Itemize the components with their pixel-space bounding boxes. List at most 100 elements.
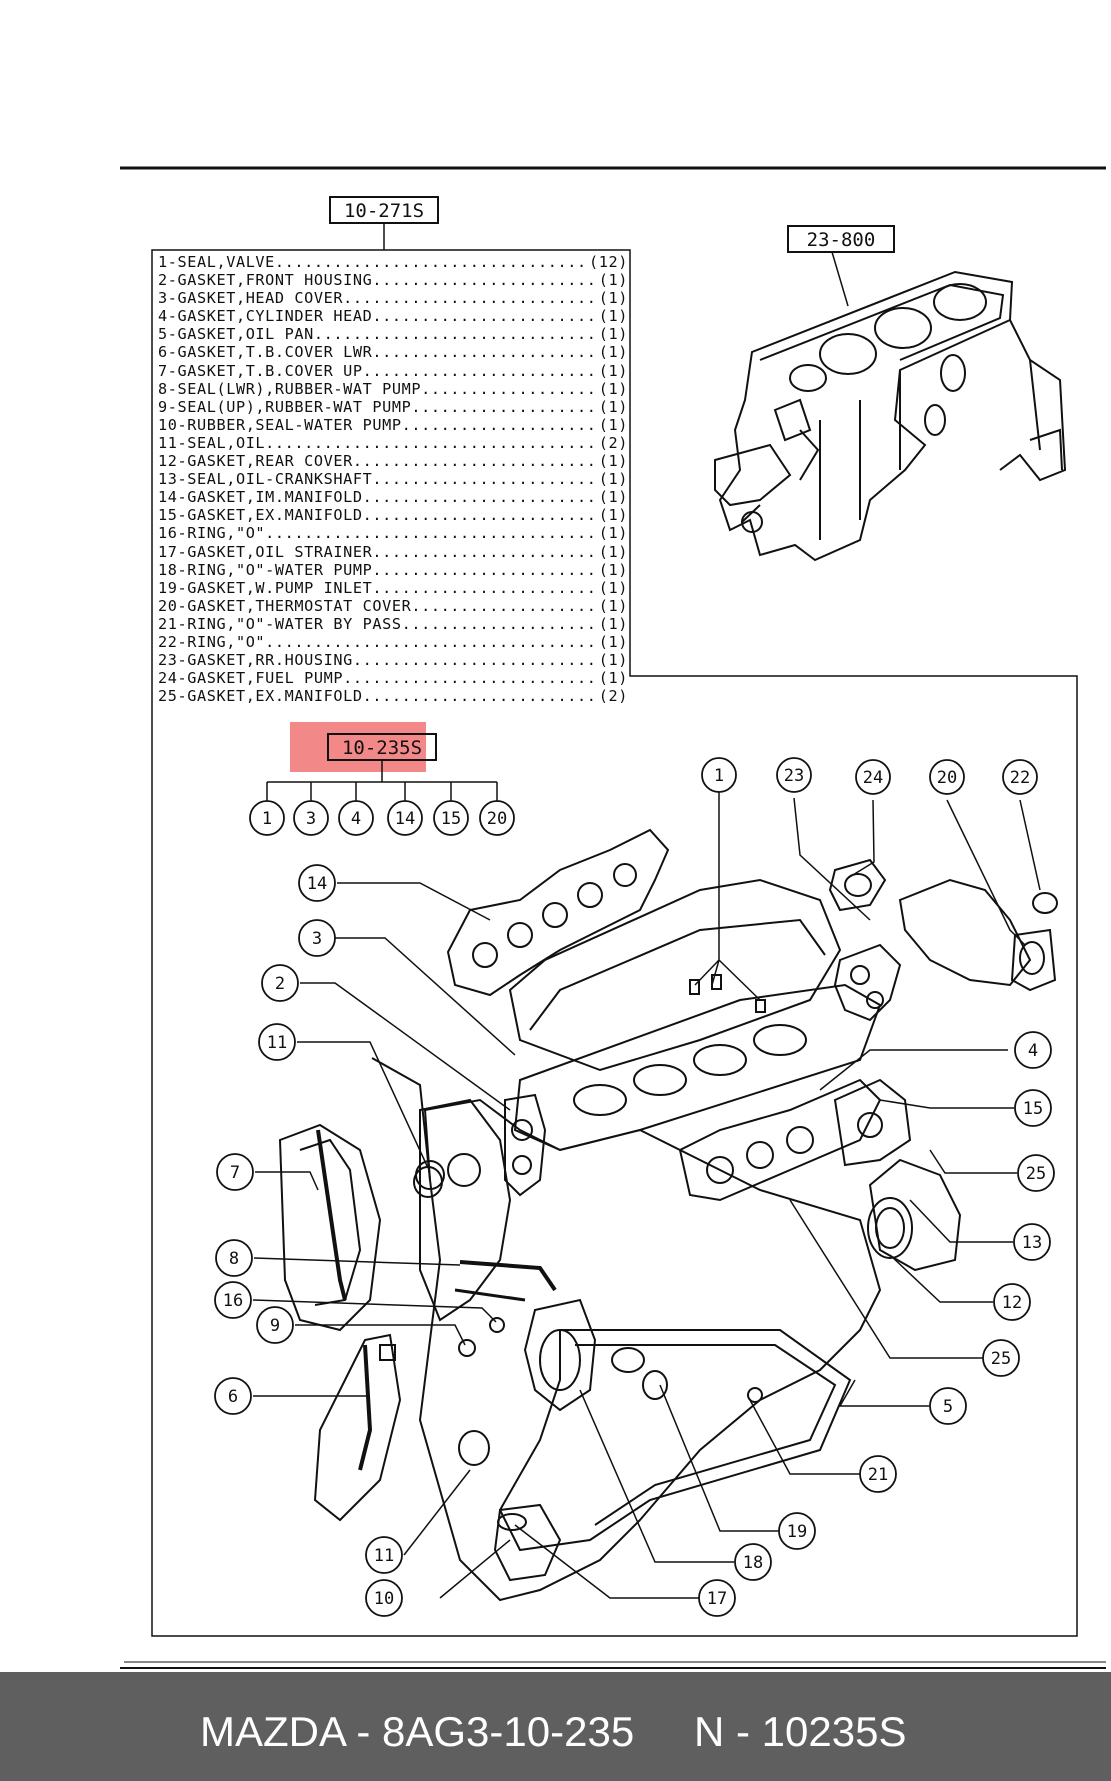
part-quantity: (1) xyxy=(598,632,628,651)
callout-number: 11 xyxy=(267,1033,287,1053)
footer-set-number: N - 10235S xyxy=(694,1708,907,1755)
diagram-frame xyxy=(151,249,1078,1637)
part-description: 13-SEAL,OIL-CRANKSHAFT..................… xyxy=(158,470,599,489)
part-quantity: (1) xyxy=(598,361,628,380)
part-description: 4-GASKET,CYLINDER HEAD..................… xyxy=(158,307,599,326)
parts-list-row: 5-GASKET,OIL PAN........................… xyxy=(158,325,628,343)
set-item-circles xyxy=(249,800,515,836)
callout-number: 21 xyxy=(868,1465,888,1485)
callout-number: 15 xyxy=(1023,1099,1043,1119)
part-quantity: (1) xyxy=(598,452,628,471)
part-quantity: (1) xyxy=(598,343,628,362)
part-description: 9-SEAL(UP),RUBBER-WAT PUMP..............… xyxy=(158,397,599,416)
part-description: 12-GASKET,REAR COVER....................… xyxy=(158,452,599,471)
parts-list: 1-SEAL,VALVE............................… xyxy=(158,253,628,705)
part-quantity: (1) xyxy=(598,379,628,398)
part-description: 14-GASKET,IM.MANIFOLD...................… xyxy=(158,488,599,507)
callout-number: 7 xyxy=(230,1163,240,1183)
set-item-number: 20 xyxy=(487,809,507,829)
part-description: 3-GASKET,HEAD COVER.....................… xyxy=(158,289,599,308)
part-quantity: (1) xyxy=(598,488,628,507)
parts-list-row: 13-SEAL,OIL-CRANKSHAFT..................… xyxy=(158,470,628,488)
callout-number: 25 xyxy=(1026,1164,1046,1184)
parts-list-row: 18-RING,"O"-WATER PUMP..................… xyxy=(158,561,628,579)
callout-number: 13 xyxy=(1022,1233,1042,1253)
part-quantity: (1) xyxy=(598,614,628,633)
parts-list-row: 9-SEAL(UP),RUBBER-WAT PUMP..............… xyxy=(158,398,628,416)
callout-number: 16 xyxy=(223,1291,243,1311)
footer-part-number: MAZDA - 8AG3-10-235 xyxy=(200,1708,635,1755)
set-label: 10-235S xyxy=(342,737,422,759)
callout-number: 20 xyxy=(937,768,957,788)
part-quantity: (1) xyxy=(598,506,628,525)
callout-number: 8 xyxy=(229,1249,239,1269)
part-description: 11-SEAL,OIL.............................… xyxy=(158,433,599,452)
part-quantity: (1) xyxy=(598,669,628,688)
part-description: 1-SEAL,VALVE............................… xyxy=(158,253,590,271)
set-item-number: 14 xyxy=(395,809,415,829)
parts-list-row: 4-GASKET,CYLINDER HEAD..................… xyxy=(158,307,628,325)
callout-number: 17 xyxy=(707,1589,727,1609)
part-quantity: (2) xyxy=(598,433,628,452)
part-quantity: (1) xyxy=(598,596,628,615)
parts-list-row: 2-GASKET,FRONT HOUSING..................… xyxy=(158,271,628,289)
part-description: 16-RING,"O".............................… xyxy=(158,524,599,543)
part-quantity: (1) xyxy=(598,415,628,434)
part-description: 20-GASKET,THERMOSTAT COVER..............… xyxy=(158,596,599,615)
footer-bar: MAZDA - 8AG3-10-235 N - 10235S xyxy=(0,1672,1111,1781)
set-item-numbers: 1 3 4 14 15 20 xyxy=(262,809,507,829)
callout-number: 1 xyxy=(714,766,724,786)
callout-number: 24 xyxy=(863,768,883,788)
parts-list-row: 15-GASKET,EX.MANIFOLD...................… xyxy=(158,506,628,524)
callout-number: 2 xyxy=(275,974,285,994)
block-label: 23-800 xyxy=(807,229,876,251)
callout-number: 23 xyxy=(784,766,804,786)
part-description: 5-GASKET,OIL PAN........................… xyxy=(158,325,599,344)
callout-number: 3 xyxy=(312,929,322,949)
parts-list-row: 11-SEAL,OIL.............................… xyxy=(158,434,628,452)
part-description: 19-GASKET,W.PUMP INLET..................… xyxy=(158,578,599,597)
part-description: 6-GASKET,T.B.COVER LWR..................… xyxy=(158,343,599,362)
part-quantity: (1) xyxy=(598,651,628,670)
callout-number: 18 xyxy=(743,1553,763,1573)
callout-number: 12 xyxy=(1002,1293,1022,1313)
callout-numbers: 1 23 24 20 22 14 3 2 11 7 8 16 9 6 11 10… xyxy=(223,766,1046,1609)
part-description: 22-RING,"O".............................… xyxy=(158,632,599,651)
set-item-number: 15 xyxy=(441,809,461,829)
set-item-number: 3 xyxy=(306,809,316,829)
part-description: 8-SEAL(LWR),RUBBER-WAT PUMP.............… xyxy=(158,379,599,398)
set-item-number: 1 xyxy=(262,809,272,829)
part-quantity: (1) xyxy=(598,397,628,416)
part-description: 18-RING,"O"-WATER PUMP..................… xyxy=(158,560,599,579)
part-quantity: (1) xyxy=(598,470,628,489)
parts-list-row: 19-GASKET,W.PUMP INLET..................… xyxy=(158,579,628,597)
callout-number: 22 xyxy=(1010,768,1030,788)
part-quantity: (1) xyxy=(598,524,628,543)
engine-exploded-drawing xyxy=(278,828,1058,1602)
callout-number: 5 xyxy=(943,1397,953,1417)
part-description: 21-RING,"O"-WATER BY PASS...............… xyxy=(158,614,599,633)
parts-list-row: 10-RUBBER,SEAL-WATER PUMP...............… xyxy=(158,416,628,434)
parts-list-row: 22-RING,"O".............................… xyxy=(158,633,628,651)
part-quantity: (1) xyxy=(598,271,628,290)
leader-lines xyxy=(252,792,1041,1599)
part-description: 15-GASKET,EX.MANIFOLD...................… xyxy=(158,506,599,525)
parts-list-row: 25-GASKET,EX.MANIFOLD...................… xyxy=(158,687,628,705)
parts-list-row: 12-GASKET,REAR COVER....................… xyxy=(158,452,628,470)
parts-list-row: 16-RING,"O".............................… xyxy=(158,524,628,542)
parts-list-row: 23-GASKET,RR.HOUSING....................… xyxy=(158,651,628,669)
part-quantity: (1) xyxy=(598,307,628,326)
cylinder-block-drawing xyxy=(714,270,1067,562)
part-description: 17-GASKET,OIL STRAINER..................… xyxy=(158,542,599,561)
part-description: 2-GASKET,FRONT HOUSING..................… xyxy=(158,271,599,290)
callout-number: 6 xyxy=(228,1387,238,1407)
part-description: 7-GASKET,T.B.COVER UP...................… xyxy=(158,361,599,380)
callout-circles xyxy=(214,757,1055,1617)
part-quantity: (1) xyxy=(598,560,628,579)
parts-list-row: 3-GASKET,HEAD COVER.....................… xyxy=(158,289,628,307)
parts-list-row: 14-GASKET,IM.MANIFOLD...................… xyxy=(158,488,628,506)
part-quantity: (2) xyxy=(598,687,628,706)
part-quantity: (1) xyxy=(598,578,628,597)
